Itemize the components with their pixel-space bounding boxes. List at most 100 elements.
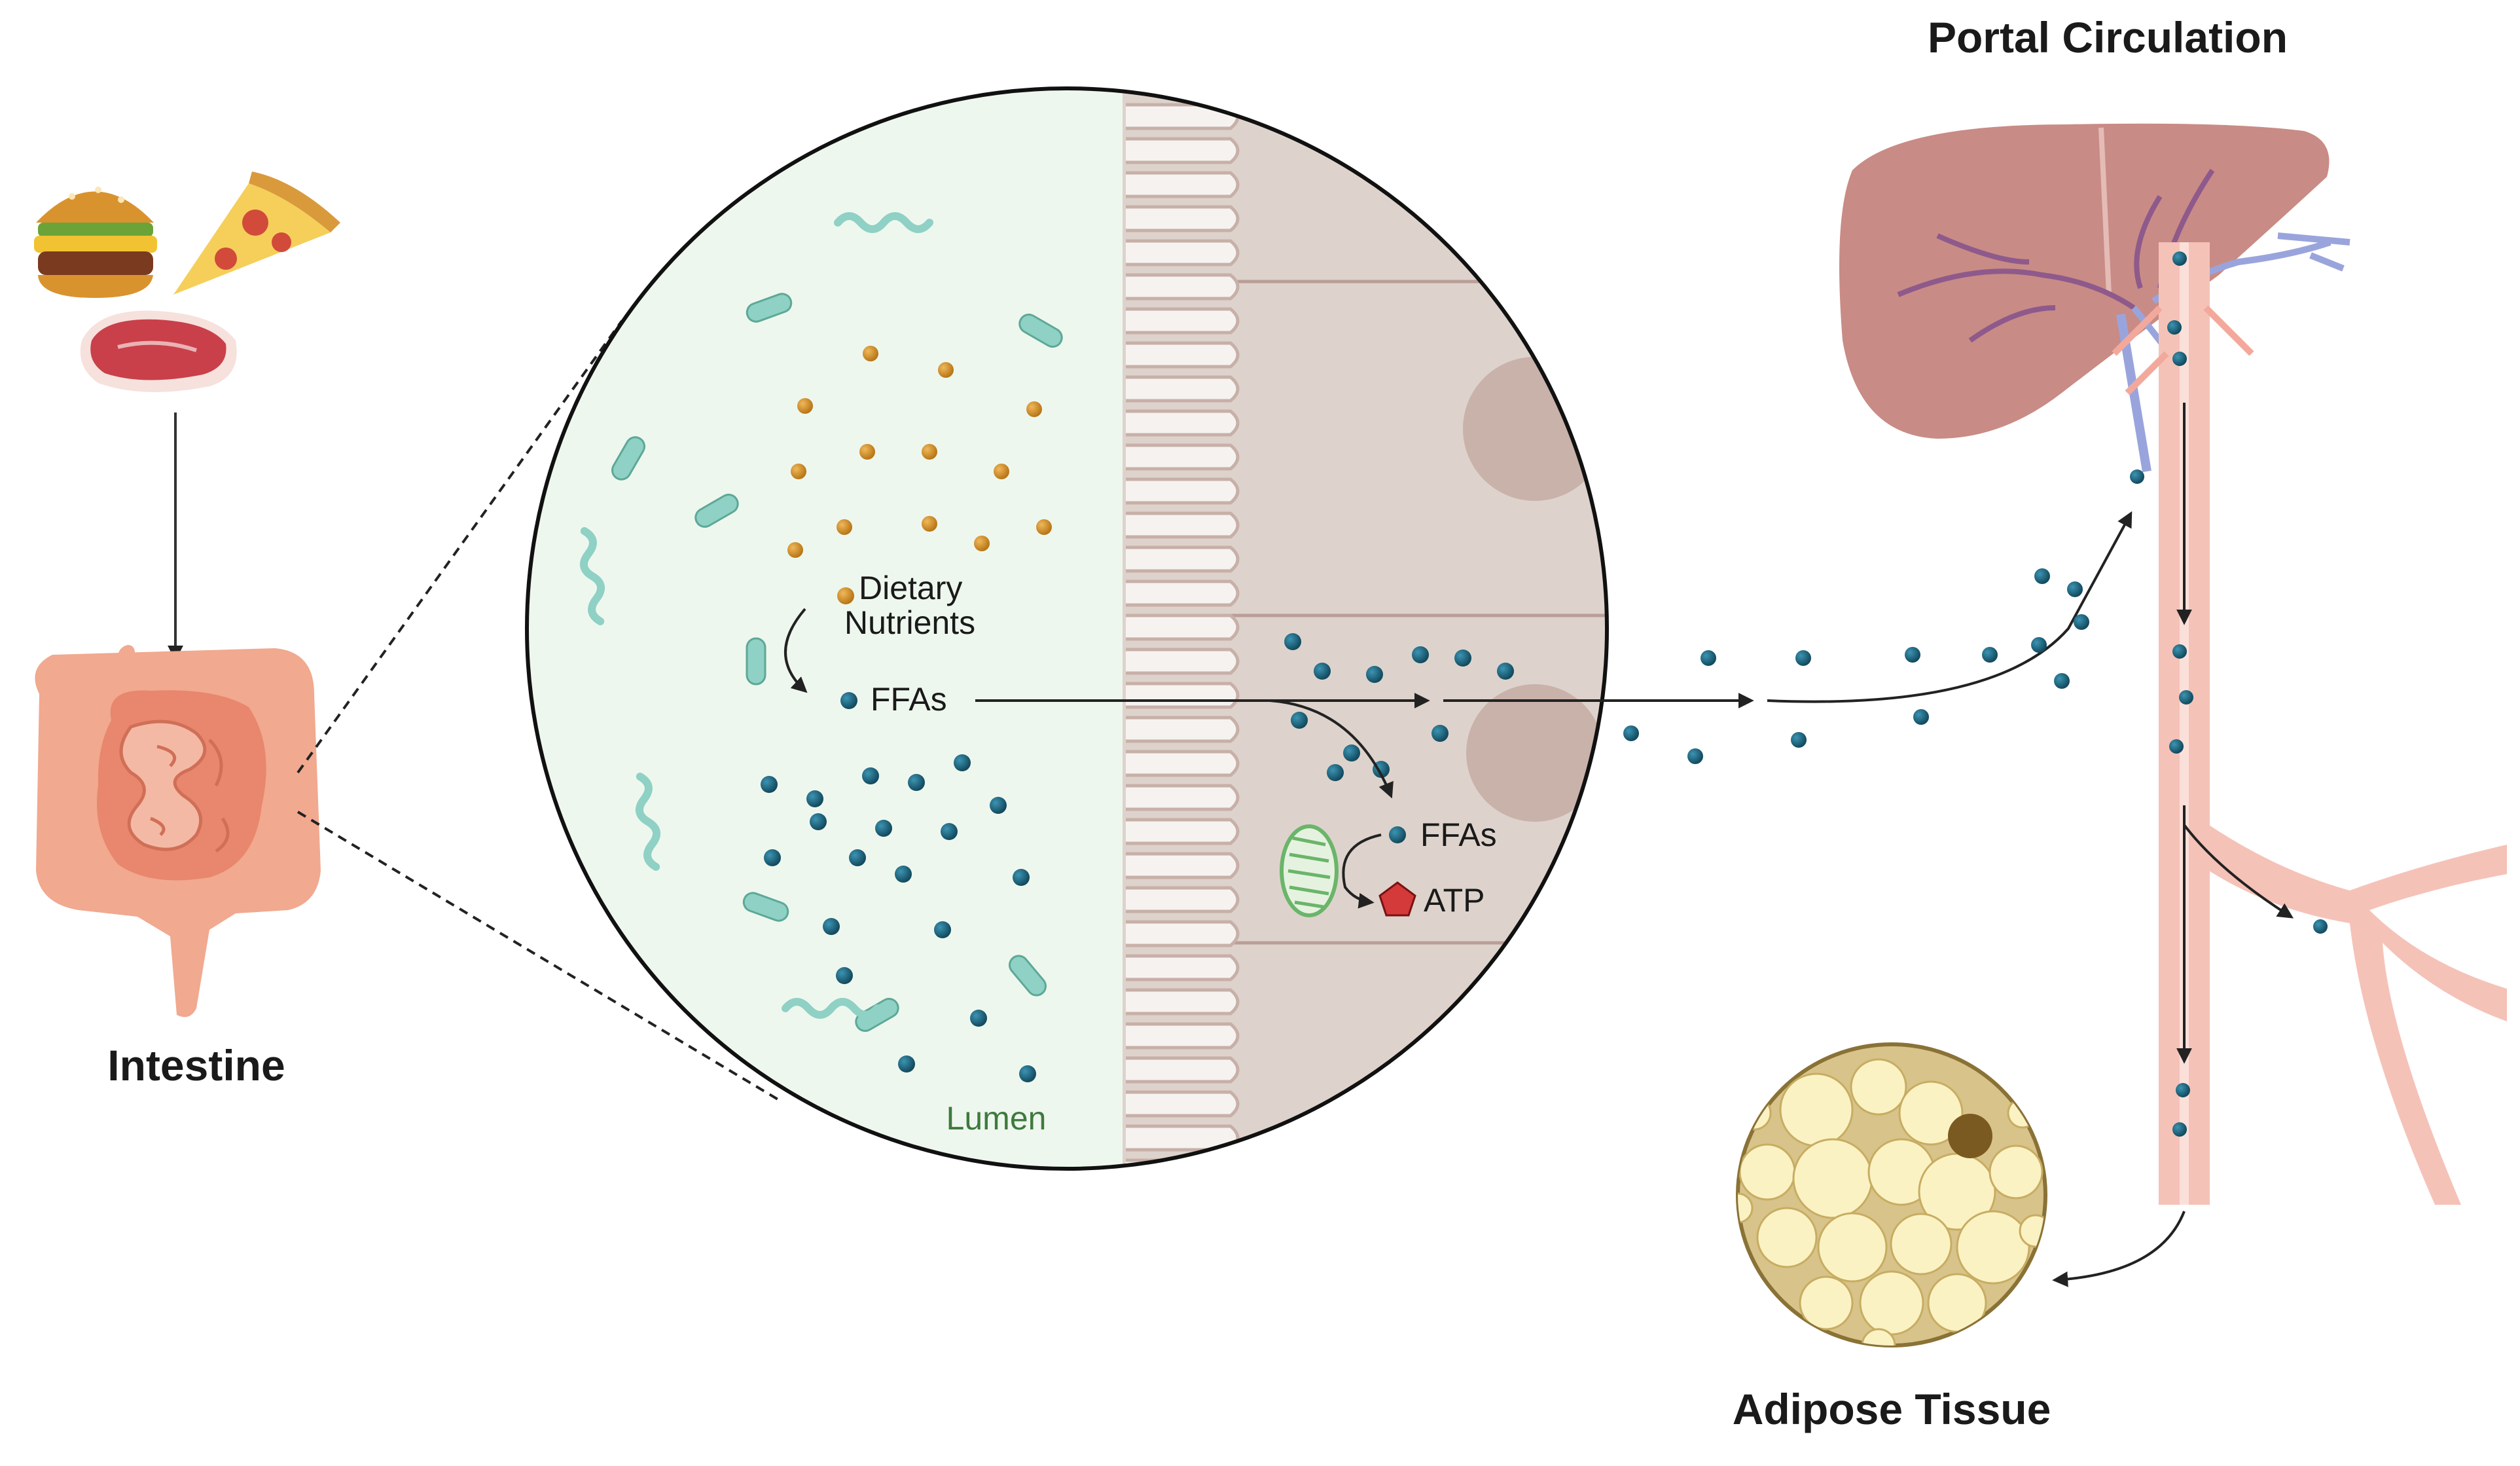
- intestine-icon: [35, 645, 321, 1017]
- ffa-dot: [2176, 1083, 2190, 1097]
- microvillus: [1126, 886, 1240, 913]
- bacteria-icon: [580, 527, 605, 625]
- microvillus: [1126, 988, 1240, 1016]
- ffa-dot: [1314, 663, 1331, 680]
- bacteria-icon: [611, 436, 645, 481]
- fat-droplet: [1738, 1143, 1796, 1201]
- microvillus: [1126, 137, 1240, 164]
- ffa-dot: [954, 754, 971, 771]
- microvillus: [1126, 341, 1240, 369]
- microvillus: [1126, 750, 1240, 777]
- ffa-dot: [823, 918, 840, 935]
- fat-droplet: [1850, 1058, 1907, 1116]
- ffa-dot: [990, 797, 1007, 814]
- steak-icon: [80, 310, 237, 392]
- microvillus: [1126, 545, 1240, 573]
- ffa-dot: [1791, 732, 1807, 748]
- ffa-dot: [875, 820, 892, 837]
- ffa-particles: [761, 633, 1514, 1082]
- arrow-to-portal: [1767, 511, 2133, 703]
- arrow-to-adipose: [2052, 1211, 2186, 1287]
- ffa-dot: [895, 866, 912, 883]
- atp-label: ATP: [1424, 882, 1485, 919]
- ffa-dot: [1431, 725, 1449, 742]
- nutrient-dot: [791, 464, 806, 479]
- nutrient-dot: [787, 542, 803, 558]
- lumen-label: Lumen: [946, 1100, 1047, 1137]
- burger-icon: [34, 187, 157, 298]
- nutrient-dot: [797, 398, 813, 414]
- fat-droplet: [1799, 1275, 1854, 1330]
- bacteria-icon: [742, 892, 789, 922]
- ffa-dot: [1982, 647, 1998, 663]
- adipose-tissue-label: Adipose Tissue: [1733, 1385, 2051, 1433]
- vessel-ffa-particles: [2130, 251, 2328, 1137]
- ffa-dot: [2074, 614, 2089, 630]
- ffa-dot: [2179, 690, 2193, 705]
- lumen-region: [527, 88, 1123, 1169]
- ffa-dot: [836, 967, 853, 984]
- nutrient-dot: [863, 346, 878, 361]
- microvillus: [1126, 784, 1240, 811]
- ffa-dot: [2313, 919, 2328, 934]
- zoom-circle: [525, 86, 1609, 1171]
- bacteria-icon: [1018, 314, 1063, 348]
- arrow-ffa-to-mitochondria: [1269, 699, 1394, 799]
- microvillus: [1126, 579, 1240, 607]
- adipocyte-icon: [1736, 1042, 2047, 1347]
- nutrient-particles: [787, 346, 1052, 558]
- ffa-dot: [1701, 650, 1716, 666]
- nutrient-dot: [994, 464, 1009, 479]
- bacteria-icon: [855, 998, 899, 1032]
- ffa-dot: [2130, 469, 2144, 484]
- ffa-dot: [2172, 644, 2187, 659]
- ffa-dot: [1366, 666, 1383, 683]
- ffa-dot: [2172, 1122, 2187, 1137]
- bacteria-icon: [782, 998, 881, 1019]
- zoom-line-top: [297, 320, 623, 774]
- dietary-nutrient-dot: [837, 587, 854, 604]
- microvillus: [1126, 954, 1240, 981]
- fat-droplet: [1738, 1192, 1754, 1224]
- fat-droplet: [1817, 1212, 1888, 1283]
- fat-droplet: [1989, 1145, 2043, 1200]
- arrow-nutrients-to-ffas: [784, 608, 808, 693]
- ffa-dot: [761, 776, 778, 793]
- dietary-nutrients-label-line2: Nutrients: [844, 604, 975, 641]
- arrow-vessel-branch: [2183, 805, 2294, 919]
- ffa-dot: [1795, 650, 1811, 666]
- microvillus: [1126, 239, 1240, 266]
- ffa-dot: [1327, 764, 1344, 781]
- mitochondrion-icon: [1280, 824, 1339, 917]
- microvillus: [1126, 205, 1240, 232]
- ffa-dot: [2172, 251, 2187, 266]
- fat-droplet: [1861, 1328, 1896, 1346]
- ffas-lumen-label: FFAs: [871, 681, 947, 718]
- ffa-dot: [1284, 633, 1301, 650]
- microvillus: [1126, 511, 1240, 539]
- blood-vessel-icon: [2112, 242, 2507, 1205]
- arrow-ffa-to-atp: [1342, 834, 1382, 909]
- liver-icon: [1839, 123, 2350, 473]
- fat-droplet: [1956, 1210, 2030, 1285]
- nucleus-2: [1466, 684, 1604, 822]
- ffa-cell-dot: [1389, 826, 1406, 843]
- microvillus: [1126, 409, 1240, 437]
- fat-droplet: [1890, 1213, 1953, 1275]
- ffa-dot: [2031, 637, 2047, 653]
- ffa-dot: [1013, 869, 1030, 886]
- nutrient-dot: [938, 362, 954, 378]
- ffa-dot: [1343, 744, 1360, 761]
- microvillus: [1126, 171, 1240, 198]
- fat-droplet: [1792, 1138, 1873, 1219]
- portal-circulation-title: Portal Circulation: [1928, 13, 2288, 62]
- fat-droplet: [1927, 1273, 1987, 1333]
- atp-icon: [1378, 881, 1416, 917]
- microvillus: [1126, 1090, 1240, 1118]
- ffa-dot: [941, 823, 958, 840]
- bacteria-icon: [746, 293, 793, 323]
- microvillus: [1126, 307, 1240, 335]
- microvillus: [1126, 648, 1240, 675]
